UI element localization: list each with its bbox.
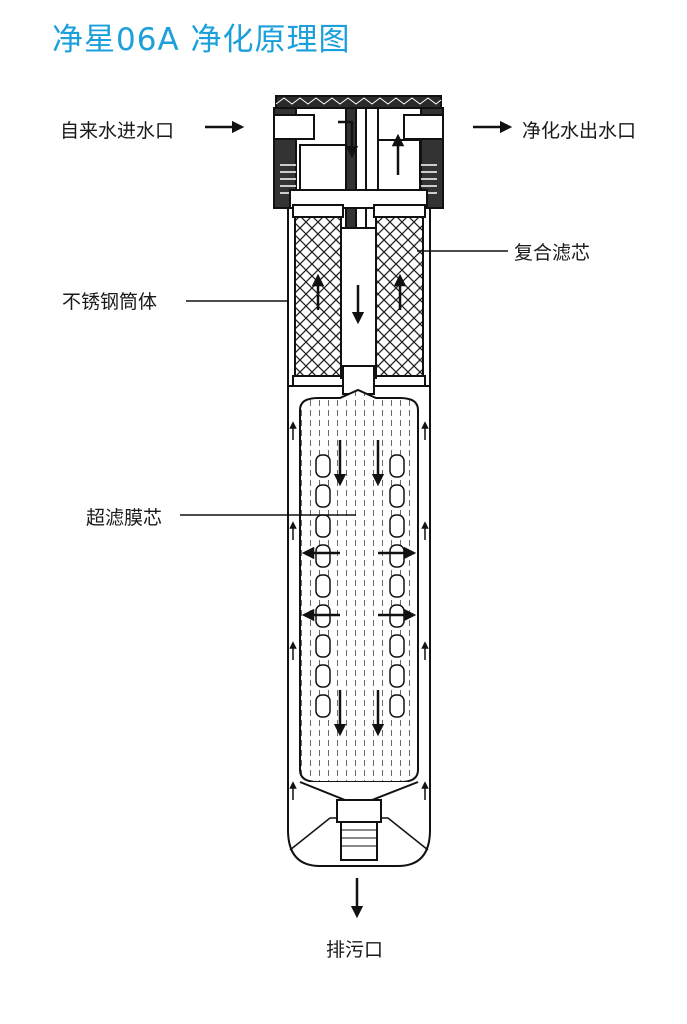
composite-filter-label: 复合滤芯 — [514, 242, 591, 264]
external-arrows — [205, 120, 513, 919]
annulus-arrows — [289, 421, 429, 800]
diagram-title: 净星06A 净化原理图 — [52, 22, 351, 58]
drain-fitting — [289, 799, 429, 861]
inlet-label: 自来水进水口 — [60, 120, 175, 142]
composite-filter — [292, 204, 426, 395]
flow-arrows — [301, 120, 417, 737]
uf-membrane — [299, 388, 419, 801]
drain-label: 排污口 — [326, 939, 384, 961]
filter-head — [273, 95, 444, 229]
leader-lines — [180, 250, 508, 516]
steel-shell-label: 不锈钢筒体 — [62, 291, 158, 313]
outlet-label: 净化水出水口 — [522, 120, 637, 142]
uf-membrane-label: 超滤膜芯 — [86, 507, 163, 529]
